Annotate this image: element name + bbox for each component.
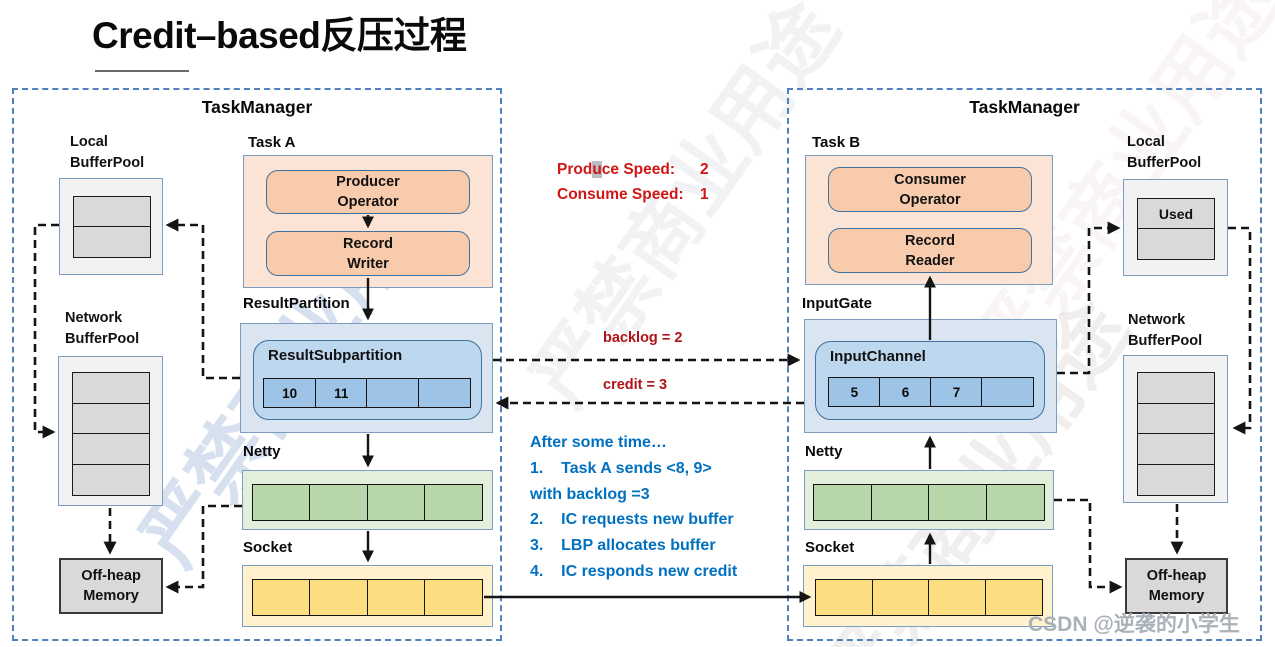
buffer-cell — [417, 378, 471, 408]
input-channel-cells: 5 6 7 — [828, 377, 1034, 407]
network-bufferpool-right-label: Network BufferPool — [1128, 312, 1203, 349]
note-line: 3. LBP allocates buffer — [530, 537, 716, 555]
record-reader-box: Record Reader — [828, 228, 1032, 273]
taskmanager-left-frame: TaskManager — [12, 88, 502, 641]
credit-message-label: credit = 3 — [603, 377, 668, 393]
buffer-cell — [366, 484, 426, 521]
consume-speed-line: Consume Speed: 1 — [557, 182, 709, 207]
netty-right-label: Netty — [805, 443, 843, 460]
buffer-slot-used: Used — [1137, 198, 1215, 230]
produce-speed-value: 2 — [700, 161, 709, 178]
buffer-cell — [870, 484, 930, 521]
buffer-cell: 7 — [930, 377, 983, 407]
buffer-slot — [1137, 402, 1215, 435]
buffer-slot — [73, 196, 151, 228]
local-bufferpool-right: Used — [1123, 179, 1228, 276]
produce-speed-label: Prod — [557, 161, 593, 178]
buffer-cell — [815, 579, 874, 616]
buffer-cell — [984, 579, 1043, 616]
network-bufferpool-left-slots — [72, 372, 150, 496]
note-line: 4. IC responds new credit — [530, 562, 738, 580]
offheap-memory-right: Off-heap Memory — [1125, 558, 1228, 614]
result-subpartition-label: ResultSubpartition — [268, 347, 403, 364]
local-bufferpool-left — [59, 178, 163, 275]
local-bufferpool-right-label: Local BufferPool — [1127, 134, 1202, 171]
produce-speed-line: Produce Speed: 2 — [557, 157, 709, 182]
buffer-slot — [72, 433, 150, 466]
speed-text-block: Produce Speed: 2 Consume Speed: 1 — [557, 157, 709, 207]
buffer-cell — [928, 484, 988, 521]
buffer-cell — [423, 579, 483, 616]
produce-speed-label-rest: ce Speed: — [601, 161, 676, 178]
buffer-cell — [309, 579, 369, 616]
buffer-cell — [366, 579, 426, 616]
buffer-cell: 10 — [263, 378, 317, 408]
buffer-slot — [72, 372, 150, 405]
socket-right-cells — [815, 579, 1043, 616]
input-channel-label: InputChannel — [830, 348, 926, 365]
offheap-memory-left: Off-heap Memory — [59, 558, 163, 614]
netty-left-label: Netty — [243, 443, 281, 460]
buffer-cell — [981, 377, 1034, 407]
buffer-cell — [252, 579, 312, 616]
buffer-cell — [366, 378, 420, 408]
note-line: 1. Task A sends <8, 9> — [530, 459, 712, 477]
socket-left-cells — [252, 579, 483, 616]
socket-left-label: Socket — [243, 539, 293, 556]
result-subpartition-cells: 10 11 — [263, 378, 471, 408]
buffer-slot — [1137, 228, 1215, 260]
netty-left-cells — [252, 484, 483, 521]
notes-title: After some time… — [530, 434, 667, 451]
task-a-label: Task A — [248, 134, 296, 151]
network-bufferpool-right — [1123, 355, 1228, 503]
taskmanager-right-title: TaskManager — [969, 97, 1080, 117]
network-bufferpool-left-label: Network BufferPool — [65, 310, 140, 347]
task-b-label: Task B — [812, 134, 861, 151]
note-line: with backlog =3 — [530, 485, 650, 503]
buffer-cell: 6 — [879, 377, 932, 407]
result-partition-label: ResultPartition — [243, 295, 350, 312]
buffer-cell — [928, 579, 987, 616]
buffer-cell — [252, 484, 312, 521]
page-title: Credit–based反压过程 — [92, 15, 467, 56]
consume-speed-value: 1 — [700, 186, 709, 203]
backlog-message-label: backlog = 2 — [603, 330, 683, 346]
buffer-cell — [423, 484, 483, 521]
consumer-operator-box: Consumer Operator — [828, 167, 1032, 212]
buffer-cell — [309, 484, 369, 521]
netty-right-cells — [813, 484, 1045, 521]
buffer-cell — [871, 579, 930, 616]
taskmanager-left-title: TaskManager — [201, 97, 313, 117]
network-bufferpool-left — [58, 356, 163, 506]
buffer-cell — [813, 484, 873, 521]
socket-right-label: Socket — [805, 539, 855, 556]
buffer-cell: 5 — [828, 377, 881, 407]
buffer-slot — [1137, 463, 1215, 496]
network-bufferpool-right-slots — [1137, 372, 1215, 496]
title-underline — [95, 70, 189, 72]
producer-operator-box: Producer Operator — [266, 170, 470, 214]
text-cursor: u — [592, 161, 602, 178]
buffer-slot — [1137, 433, 1215, 466]
local-bufferpool-left-slots — [73, 196, 151, 258]
buffer-slot — [73, 226, 151, 258]
note-line: 2. IC requests new buffer — [530, 511, 734, 529]
buffer-slot — [72, 463, 150, 496]
local-bufferpool-left-label: Local BufferPool — [70, 134, 145, 171]
local-bufferpool-right-slots: Used — [1137, 198, 1215, 260]
notes-block: After some time… 1. Task A sends <8, 9> … — [530, 430, 737, 585]
buffer-cell: 11 — [314, 378, 368, 408]
input-gate-label: InputGate — [802, 295, 872, 312]
buffer-slot — [72, 402, 150, 435]
buffer-slot — [1137, 372, 1215, 405]
consume-speed-label: Consume Speed: — [557, 186, 684, 203]
csdn-watermark: CSDN @逆袭的小学生 — [1028, 613, 1240, 636]
buffer-cell — [985, 484, 1045, 521]
record-writer-box: Record Writer — [266, 231, 470, 276]
